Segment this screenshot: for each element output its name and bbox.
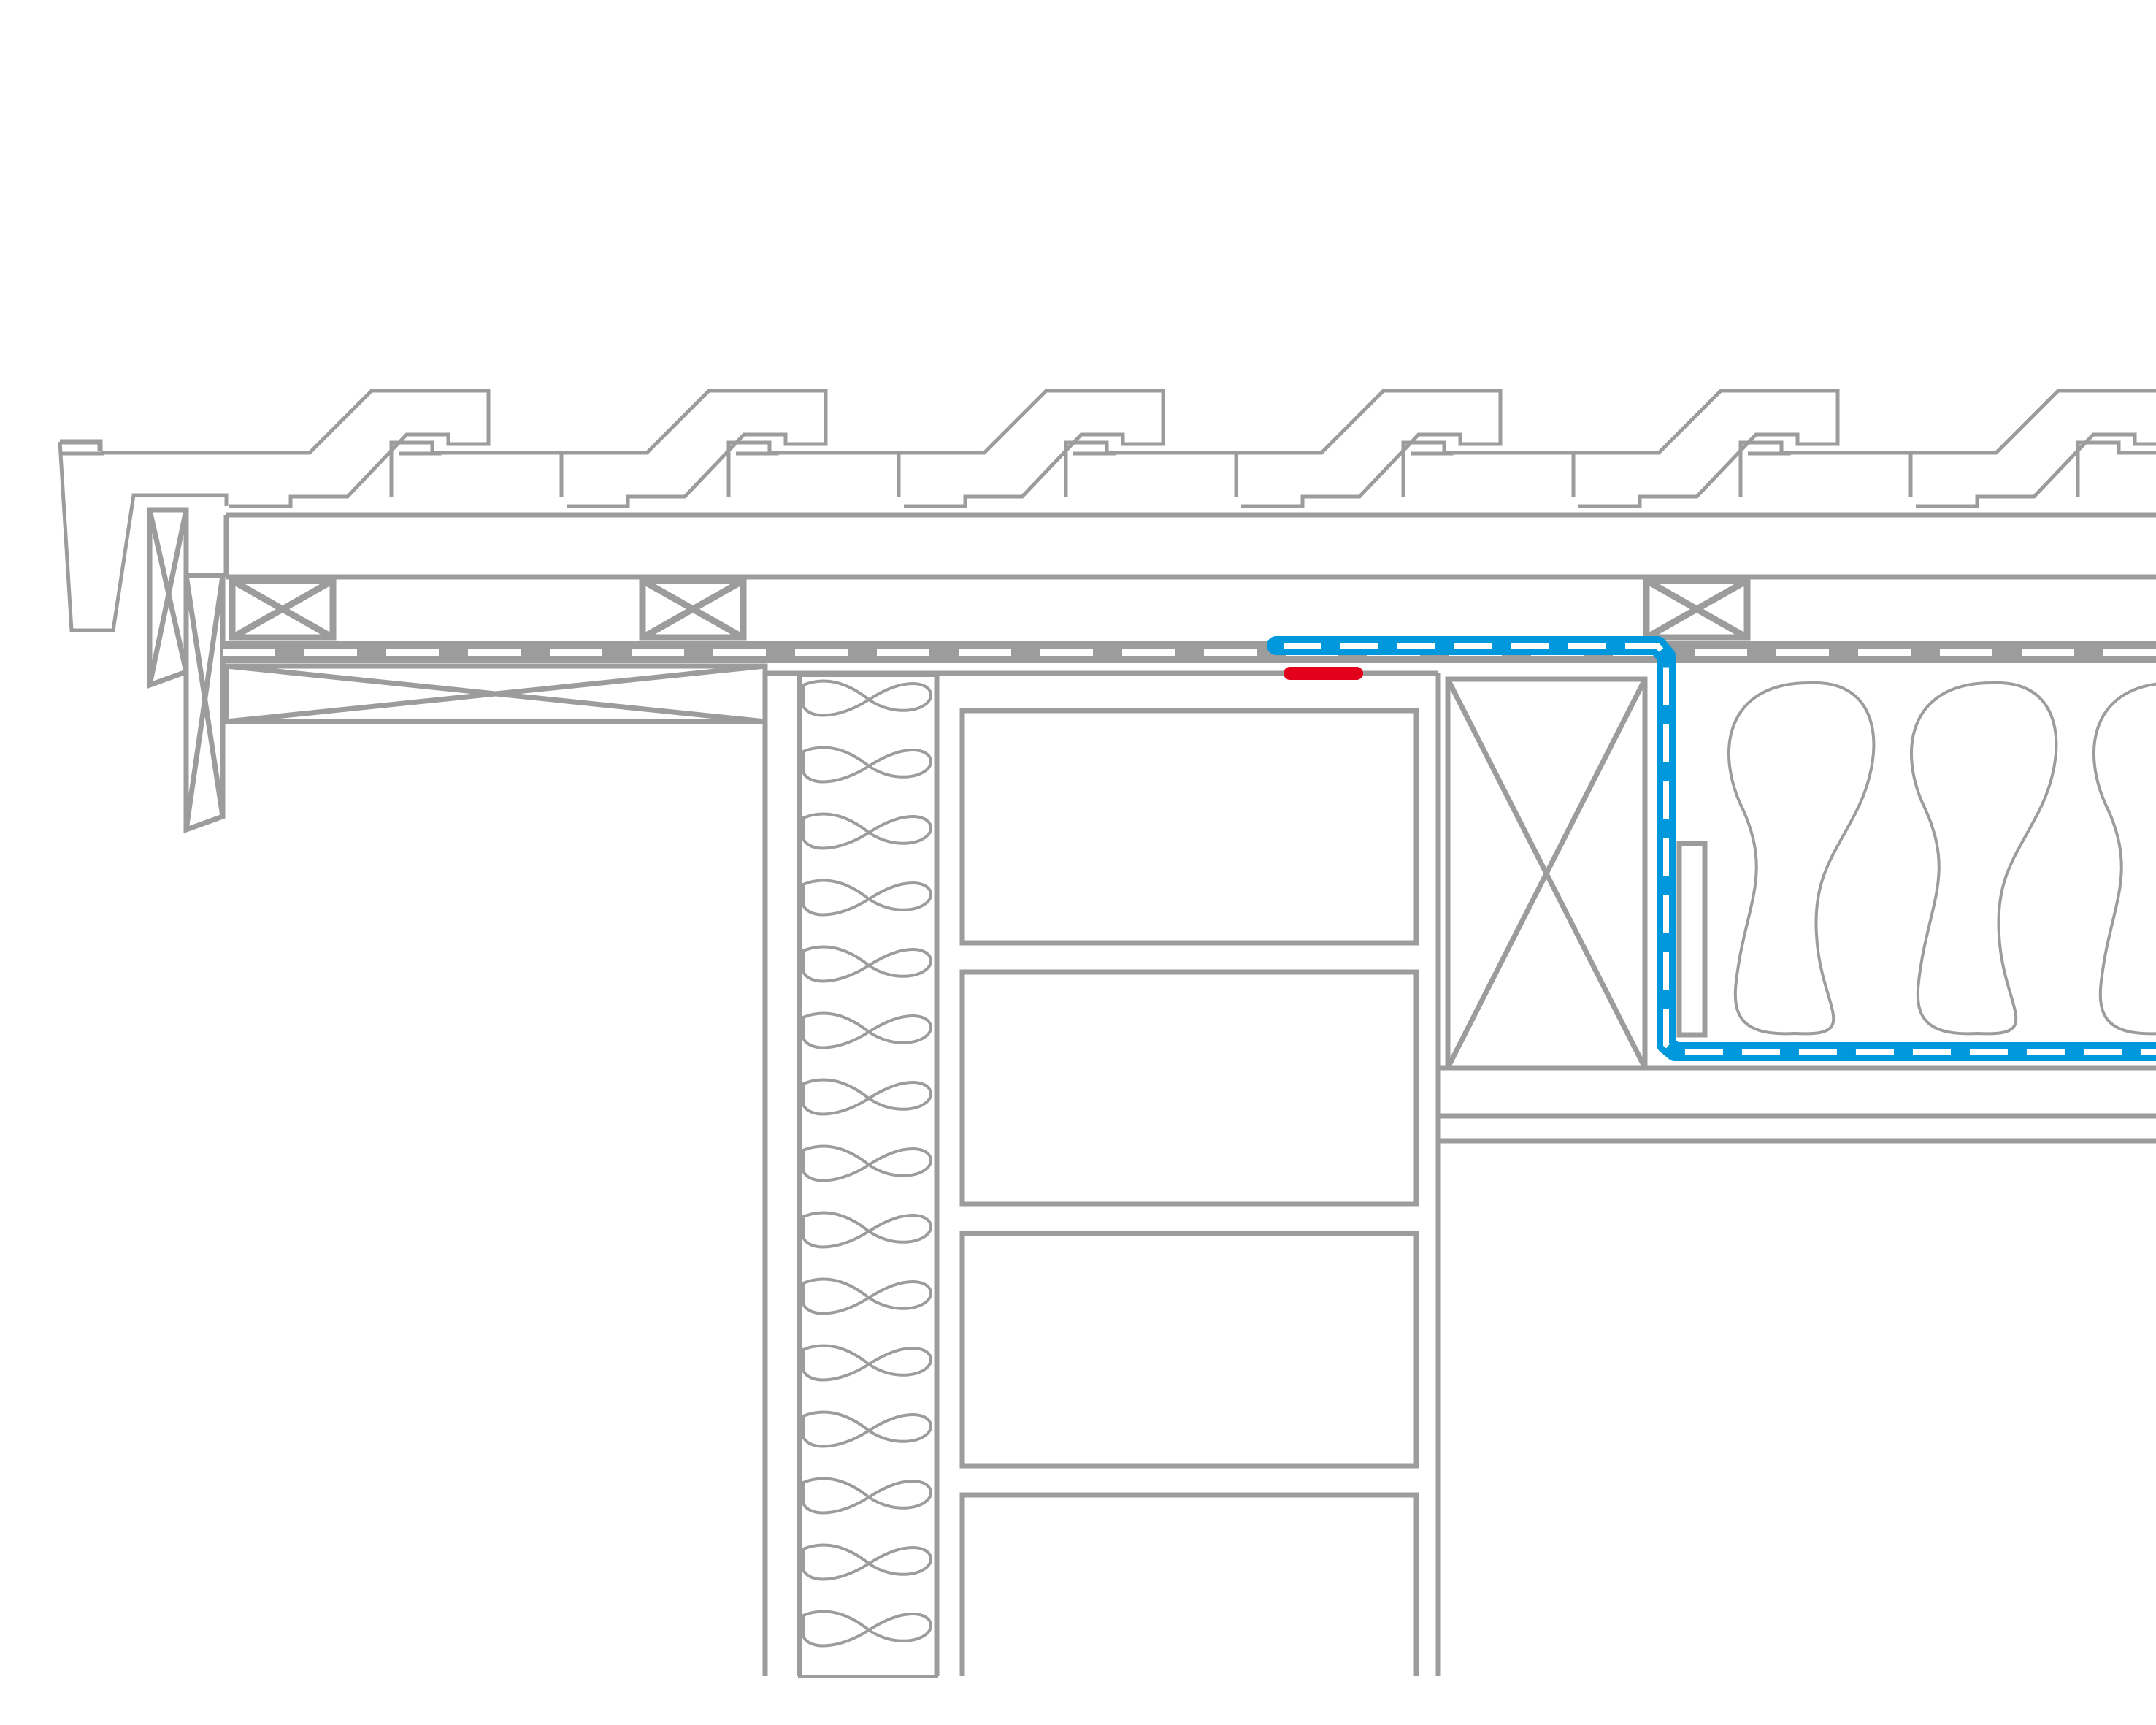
wall-insulation-lobe xyxy=(802,945,932,983)
roof-tile xyxy=(1748,389,2156,508)
membrane-outer xyxy=(1267,636,2156,1061)
wall-insulation xyxy=(798,674,938,1678)
wall-insulation-boundary xyxy=(798,674,938,1678)
eaves-fascia xyxy=(60,439,226,833)
roof-tile-overlap xyxy=(1738,440,1913,497)
roof-tile xyxy=(1411,389,1840,508)
counter-batten-cross xyxy=(1644,578,1749,640)
roof-tile-overlap xyxy=(2076,440,2156,497)
eaves-beam-cross-2 xyxy=(226,663,766,724)
fascia-board-front xyxy=(60,439,103,451)
wall-plate-cross-2 xyxy=(1445,678,1648,1069)
wall-insulation-lobe xyxy=(802,812,932,850)
wall-insulation-lobe xyxy=(802,1078,932,1116)
wall-insulation-lobe xyxy=(802,679,932,717)
wall-insulation-lobe xyxy=(802,1410,932,1448)
roof-tile-overlap xyxy=(389,440,564,497)
roof-tiles xyxy=(58,389,2156,632)
wall-plate xyxy=(1445,676,1648,1071)
counter-batten-cross xyxy=(230,578,335,640)
wall-insulation-lobe xyxy=(802,1543,932,1581)
ceiling-insulation-lobe xyxy=(1727,681,1876,1036)
outer-wall xyxy=(762,670,1441,1676)
masonry-wall xyxy=(959,708,1419,1676)
roof-tile xyxy=(1073,389,1503,508)
masonry-block xyxy=(959,708,1419,946)
airtight-membrane xyxy=(1267,636,2156,1061)
counter-batten xyxy=(639,577,747,641)
fascia-left-cross-2 xyxy=(147,509,189,686)
ceiling-insulation xyxy=(1727,681,2156,1036)
eaves-beam xyxy=(223,663,768,724)
masonry-block xyxy=(959,969,1419,1207)
wall-insulation-lobe xyxy=(802,1144,932,1182)
wall-insulation-lobe xyxy=(802,1211,932,1249)
wall-insulation-lobe xyxy=(802,1011,932,1049)
fascia-right-cross-2 xyxy=(183,575,226,830)
wall-insulation-lobe xyxy=(802,746,932,784)
roof-tile xyxy=(399,389,828,508)
eaves-tile-nose xyxy=(58,441,229,632)
ceiling-insulation-lobe xyxy=(2092,682,2156,1036)
counter-batten xyxy=(1643,577,1751,641)
underlay-membrane xyxy=(223,641,2156,663)
ceiling-lining xyxy=(1438,1065,2156,1144)
roof-tile-overlap xyxy=(1064,440,1238,497)
ceiling-insulation-lobe xyxy=(1910,681,2058,1036)
masonry-block xyxy=(959,1492,1419,1676)
counter-batten-cross xyxy=(640,578,745,640)
roof-tile xyxy=(736,389,1165,508)
wall-insulation-lobe xyxy=(802,879,932,917)
wall-insulation-lobe xyxy=(802,1477,932,1515)
counter-battens xyxy=(229,577,1751,641)
wall-insulation-lobe xyxy=(802,1277,932,1315)
wall-insulation-lobe xyxy=(802,1344,932,1382)
roof-tile-overlap xyxy=(726,440,901,497)
masonry-block xyxy=(959,1231,1419,1469)
roof-boarding xyxy=(223,512,2156,580)
roof-tile-overlap xyxy=(1401,440,1576,497)
roof-tile xyxy=(61,389,491,508)
underlay-band xyxy=(223,641,2156,663)
counter-batten xyxy=(229,577,337,641)
wall-insulation-lobe xyxy=(802,1610,932,1648)
membrane-dash xyxy=(1284,643,2156,1055)
service-batten xyxy=(1676,841,1708,1038)
